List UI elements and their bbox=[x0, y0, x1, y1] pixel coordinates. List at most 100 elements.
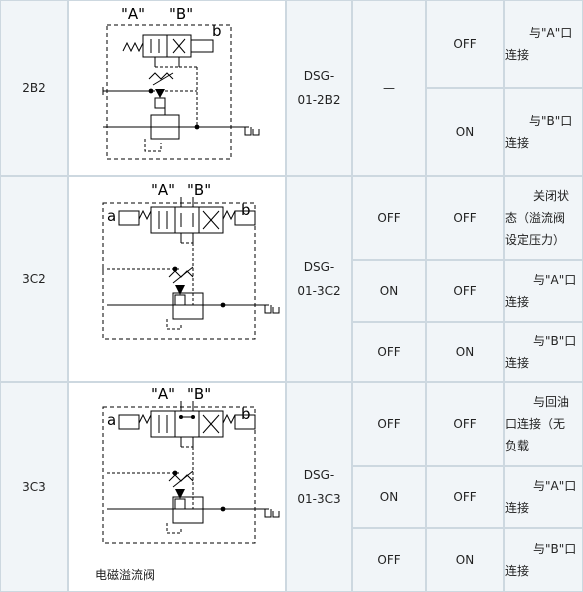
valve-symbol-3c3: "A" "B" a b bbox=[102, 385, 280, 544]
state-cell: OFF bbox=[426, 176, 504, 260]
tank-icon bbox=[264, 509, 272, 518]
solenoid-a-label: a bbox=[107, 411, 116, 429]
note-line: 口连接（无 bbox=[505, 417, 566, 431]
note-cell: 关闭状态（溢流阀设定压力） bbox=[504, 176, 583, 260]
note-line: 与"B"口 bbox=[533, 542, 577, 556]
state-value: ON bbox=[455, 553, 475, 567]
col-c-cell: OFF bbox=[352, 382, 426, 466]
note-line: 与"A"口 bbox=[533, 479, 577, 493]
row-code: 3C3 bbox=[22, 480, 46, 494]
state-value: OFF bbox=[453, 490, 477, 504]
solenoid-a-label: a bbox=[107, 207, 116, 225]
row-code: 2B2 bbox=[22, 81, 46, 95]
model-line: DSG- bbox=[303, 69, 335, 83]
note-line: 与"B"口 bbox=[533, 334, 577, 348]
model-cell: DSG- 01-3C3 bbox=[286, 382, 352, 592]
state-value: OFF bbox=[453, 284, 477, 298]
state-value: ON bbox=[455, 125, 475, 139]
state-cell: ON bbox=[426, 88, 504, 176]
note-line: 关闭状 bbox=[533, 189, 570, 203]
solenoid-icon bbox=[190, 39, 214, 53]
spring-icon bbox=[122, 41, 144, 53]
note-line: 连接 bbox=[505, 136, 530, 150]
col-c-value: OFF bbox=[377, 211, 401, 225]
note-line: 负载 bbox=[505, 439, 530, 453]
col-c-cell: OFF bbox=[352, 322, 426, 382]
state-cell: ON bbox=[426, 322, 504, 382]
port-b-label: "B" bbox=[187, 181, 211, 199]
pilot-poppet-icon bbox=[175, 285, 185, 295]
valve-block bbox=[150, 206, 224, 234]
note-cell: 与回油口连接（无负载 bbox=[504, 382, 583, 466]
model-line: 01-2B2 bbox=[297, 93, 341, 107]
model-cell: DSG- 01-2B2 bbox=[286, 0, 352, 176]
state-value: OFF bbox=[453, 211, 477, 225]
model-cell: DSG-01-3C2 bbox=[286, 176, 352, 382]
tank-icon bbox=[264, 305, 272, 314]
pilot-poppet-icon bbox=[175, 489, 185, 499]
diagram-cell: "A" "B" b bbox=[68, 0, 286, 176]
col-c-value: OFF bbox=[377, 417, 401, 431]
port-b-label: "B" bbox=[187, 385, 211, 403]
pilot-poppet-icon bbox=[155, 89, 165, 98]
row-code-cell: 3C3 bbox=[0, 382, 68, 592]
valve-block bbox=[150, 410, 224, 438]
solenoid-b-label: b bbox=[212, 22, 222, 40]
state-value: OFF bbox=[453, 37, 477, 51]
note-cell: 与"A"口连接 bbox=[504, 260, 583, 322]
main-spool-icon bbox=[172, 292, 204, 320]
note-line: 连接 bbox=[505, 356, 530, 370]
state-cell: ON bbox=[426, 528, 504, 592]
solenoid-b-label: b bbox=[241, 405, 251, 423]
solenoid-b-label: b bbox=[241, 201, 251, 219]
model-line: 01-3C3 bbox=[297, 492, 341, 506]
note-line: 与"B"口 bbox=[529, 114, 573, 128]
col-c-cell: OFF bbox=[352, 176, 426, 260]
note-cell: 与"A"口连接 bbox=[504, 0, 583, 88]
col-c-value: OFF bbox=[377, 553, 401, 567]
col-c-cell: — bbox=[352, 0, 426, 176]
note-line: 与"A"口 bbox=[533, 273, 577, 287]
state-cell: OFF bbox=[426, 0, 504, 88]
col-c-value: OFF bbox=[377, 345, 401, 359]
state-cell: OFF bbox=[426, 466, 504, 528]
col-c-cell: ON bbox=[352, 466, 426, 528]
tank-icon bbox=[244, 127, 252, 136]
col-c-value: ON bbox=[379, 490, 399, 504]
col-c-cell: OFF bbox=[352, 528, 426, 592]
spring-icon bbox=[138, 413, 152, 425]
row-code-cell: 2B2 bbox=[0, 0, 68, 176]
state-value: ON bbox=[455, 345, 475, 359]
col-c-value: — bbox=[383, 81, 395, 95]
valve-symbol-3c2: "A" "B" a b bbox=[99, 181, 280, 343]
port-a-label: "A" bbox=[121, 5, 145, 23]
solenoid-icon bbox=[234, 414, 256, 430]
diagram-caption: 电磁溢流阀 bbox=[95, 568, 156, 582]
main-spool-icon bbox=[172, 496, 204, 524]
row-code-cell: 3C2 bbox=[0, 176, 68, 382]
note-line: 与"A"口 bbox=[529, 26, 573, 40]
valve-symbol-2b2: "A" "B" b bbox=[102, 5, 260, 160]
note-cell: 与"B"口连接 bbox=[504, 528, 583, 592]
state-cell: OFF bbox=[426, 260, 504, 322]
col-c-cell: ON bbox=[352, 260, 426, 322]
port-b-label: "B" bbox=[169, 5, 193, 23]
dashed-enclosure bbox=[106, 24, 232, 160]
note-line: 连接 bbox=[505, 501, 530, 515]
diagram-cell: "A" "B" a b bbox=[68, 382, 286, 592]
note-line: 设定压力） bbox=[505, 233, 566, 247]
diagram-cell: "A" "B" a b bbox=[68, 176, 286, 382]
row-code: 3C2 bbox=[22, 272, 46, 286]
col-c-value: ON bbox=[379, 284, 399, 298]
state-cell: OFF bbox=[426, 382, 504, 466]
note-line: 与回油 bbox=[533, 395, 570, 409]
port-a-label: "A" bbox=[151, 181, 175, 199]
note-cell: 与"B"口连接 bbox=[504, 322, 583, 382]
note-cell: 与"A"口连接 bbox=[504, 466, 583, 528]
state-value: OFF bbox=[453, 417, 477, 431]
model-line: DSG- bbox=[303, 468, 335, 482]
note-line: 态（溢流阀 bbox=[505, 211, 566, 225]
solenoid-icon bbox=[118, 414, 140, 430]
dashed-enclosure bbox=[102, 406, 256, 544]
